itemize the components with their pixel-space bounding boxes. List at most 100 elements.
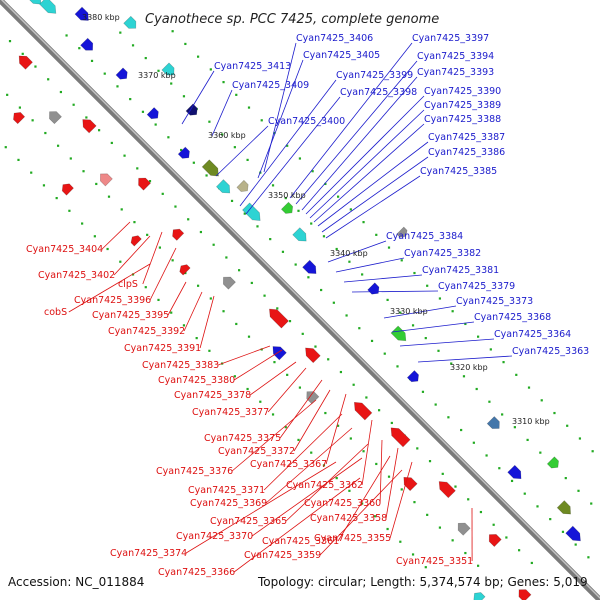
forward-gene-label[interactable]: Cyan7425_3394	[417, 51, 494, 62]
reverse-gene[interactable]	[172, 228, 185, 241]
reverse-gene-label[interactable]: Cyan7425_3376	[156, 466, 233, 477]
reverse-gene-label[interactable]: Cyan7425_3369	[190, 498, 267, 509]
reverse-gene[interactable]	[438, 481, 456, 499]
forward-gene[interactable]	[280, 201, 294, 214]
forward-gene[interactable]	[390, 325, 407, 342]
forward-gene-label[interactable]: Cyan7425_3368	[474, 312, 551, 323]
forward-gene-label[interactable]: Cyan7425_3381	[422, 265, 499, 276]
reverse-gene[interactable]	[269, 308, 289, 329]
forward-gene[interactable]	[21, 0, 42, 5]
forward-gene[interactable]	[215, 179, 231, 194]
forward-gene-label[interactable]: Cyan7425_3409	[232, 80, 309, 91]
reverse-gene[interactable]	[473, 592, 486, 600]
forward-gene-label[interactable]: Cyan7425_3373	[456, 296, 533, 307]
forward-gene[interactable]	[74, 6, 89, 21]
forward-gene[interactable]	[80, 37, 94, 51]
forward-gene-label[interactable]: Cyan7425_3389	[424, 100, 501, 111]
reverse-gene-label[interactable]: Cyan7425_3355	[314, 533, 391, 544]
reverse-gene[interactable]	[488, 534, 502, 548]
forward-gene-label[interactable]: Cyan7425_3385	[420, 166, 497, 177]
forward-gene-label[interactable]: Cyan7425_3390	[424, 86, 501, 97]
forward-gene-label[interactable]: Cyan7425_3397	[412, 33, 489, 44]
forward-gene[interactable]	[242, 202, 261, 221]
reverse-gene-label[interactable]: Cyan7425_3370	[176, 531, 253, 542]
reverse-gene-label[interactable]: Cyan7425_3362	[286, 480, 363, 491]
forward-gene[interactable]	[185, 103, 198, 116]
reverse-gene-label[interactable]: Cyan7425_3372	[218, 446, 295, 457]
reverse-gene-label[interactable]: Cyan7425_3391	[124, 343, 201, 354]
reverse-gene-label[interactable]: Cyan7425_3361	[262, 536, 339, 547]
reverse-gene[interactable]	[61, 183, 74, 196]
reverse-gene[interactable]	[518, 589, 532, 600]
reverse-gene-label[interactable]: Cyan7425_3351	[396, 556, 473, 567]
forward-gene-label[interactable]: Cyan7425_3413	[214, 61, 291, 72]
reverse-gene[interactable]	[353, 401, 373, 421]
forward-gene-label[interactable]: Cyan7425_3364	[494, 329, 571, 340]
forward-gene-label[interactable]: Cyan7425_3384	[386, 231, 463, 242]
reverse-gene[interactable]	[305, 347, 321, 364]
reverse-gene[interactable]	[306, 391, 320, 405]
reverse-gene[interactable]	[49, 111, 62, 125]
reverse-gene-label[interactable]: Cyan7425_3396	[74, 295, 151, 306]
forward-gene[interactable]	[565, 525, 581, 542]
reverse-gene-label[interactable]: Cyan7425_3366	[158, 567, 235, 578]
reverse-gene-label[interactable]: Cyan7425_3378	[174, 390, 251, 401]
forward-gene[interactable]	[292, 227, 307, 242]
reverse-gene-label[interactable]: Cyan7425_3365	[210, 516, 287, 527]
reverse-gene[interactable]	[99, 173, 113, 187]
forward-gene-label[interactable]: Cyan7425_3388	[424, 114, 501, 125]
forward-gene-label[interactable]: Cyan7425_3406	[296, 33, 373, 44]
forward-gene-label[interactable]: Cyan7425_3379	[438, 281, 515, 292]
forward-gene-label[interactable]: Cyan7425_3386	[428, 147, 505, 158]
reverse-gene[interactable]	[457, 522, 471, 536]
forward-gene[interactable]	[546, 456, 559, 469]
reverse-gene-label[interactable]: Cyan7425_3371	[188, 485, 265, 496]
reverse-gene-label[interactable]: Cyan7425_3395	[92, 310, 169, 321]
reverse-gene-label[interactable]: Cyan7425_3367	[250, 459, 327, 470]
reverse-gene-label[interactable]: Cyan7425_3360	[304, 498, 381, 509]
forward-gene-label[interactable]: Cyan7425_3398	[340, 87, 417, 98]
forward-gene-label[interactable]: Cyan7425_3399	[336, 70, 413, 81]
forward-gene-label[interactable]: Cyan7425_3400	[268, 116, 345, 127]
forward-gene[interactable]	[396, 226, 408, 238]
forward-gene-label[interactable]: Cyan7425_3363	[512, 346, 589, 357]
forward-gene[interactable]	[507, 464, 522, 480]
reverse-gene[interactable]	[179, 264, 191, 276]
forward-gene[interactable]	[236, 179, 249, 192]
forward-gene[interactable]	[161, 62, 175, 76]
forward-gene[interactable]	[177, 146, 190, 159]
reverse-gene-label[interactable]: Cyan7425_3380	[158, 375, 235, 386]
reverse-gene[interactable]	[130, 235, 142, 247]
reverse-gene-label[interactable]: Cyan7425_3402	[38, 270, 115, 281]
reverse-gene[interactable]	[272, 346, 287, 361]
reverse-gene[interactable]	[18, 55, 33, 70]
reverse-gene-label[interactable]: clpS	[118, 279, 138, 290]
reverse-gene-label[interactable]: Cyan7425_3374	[110, 548, 187, 559]
forward-gene[interactable]	[146, 107, 159, 120]
reverse-gene-label[interactable]: Cyan7425_3392	[108, 326, 185, 337]
reverse-gene[interactable]	[138, 177, 152, 191]
forward-gene[interactable]	[39, 0, 57, 14]
reverse-gene-label[interactable]: Cyan7425_3359	[244, 550, 321, 561]
forward-gene[interactable]	[367, 282, 380, 295]
reverse-gene-label[interactable]: cobS	[44, 307, 67, 318]
forward-gene-label[interactable]: Cyan7425_3387	[428, 132, 505, 143]
forward-gene[interactable]	[406, 370, 419, 383]
forward-gene[interactable]	[556, 500, 571, 515]
forward-gene-label[interactable]: Cyan7425_3405	[303, 50, 380, 61]
reverse-gene[interactable]	[13, 112, 26, 125]
forward-gene[interactable]	[115, 67, 128, 80]
reverse-gene-label[interactable]: Cyan7425_3375	[204, 433, 281, 444]
reverse-gene-label[interactable]: Cyan7425_3358	[310, 513, 387, 524]
forward-gene-label[interactable]: Cyan7425_3393	[417, 67, 494, 78]
reverse-gene[interactable]	[82, 119, 97, 134]
forward-gene[interactable]	[201, 159, 219, 177]
forward-gene-label[interactable]: Cyan7425_3382	[404, 248, 481, 259]
reverse-gene[interactable]	[390, 427, 411, 448]
reverse-gene-label[interactable]: Cyan7425_3377	[192, 407, 269, 418]
forward-gene[interactable]	[302, 259, 317, 274]
reverse-gene[interactable]	[222, 276, 236, 290]
reverse-gene-label[interactable]: Cyan7425_3383	[142, 360, 219, 371]
forward-gene[interactable]	[123, 15, 137, 29]
forward-gene[interactable]	[486, 416, 500, 429]
